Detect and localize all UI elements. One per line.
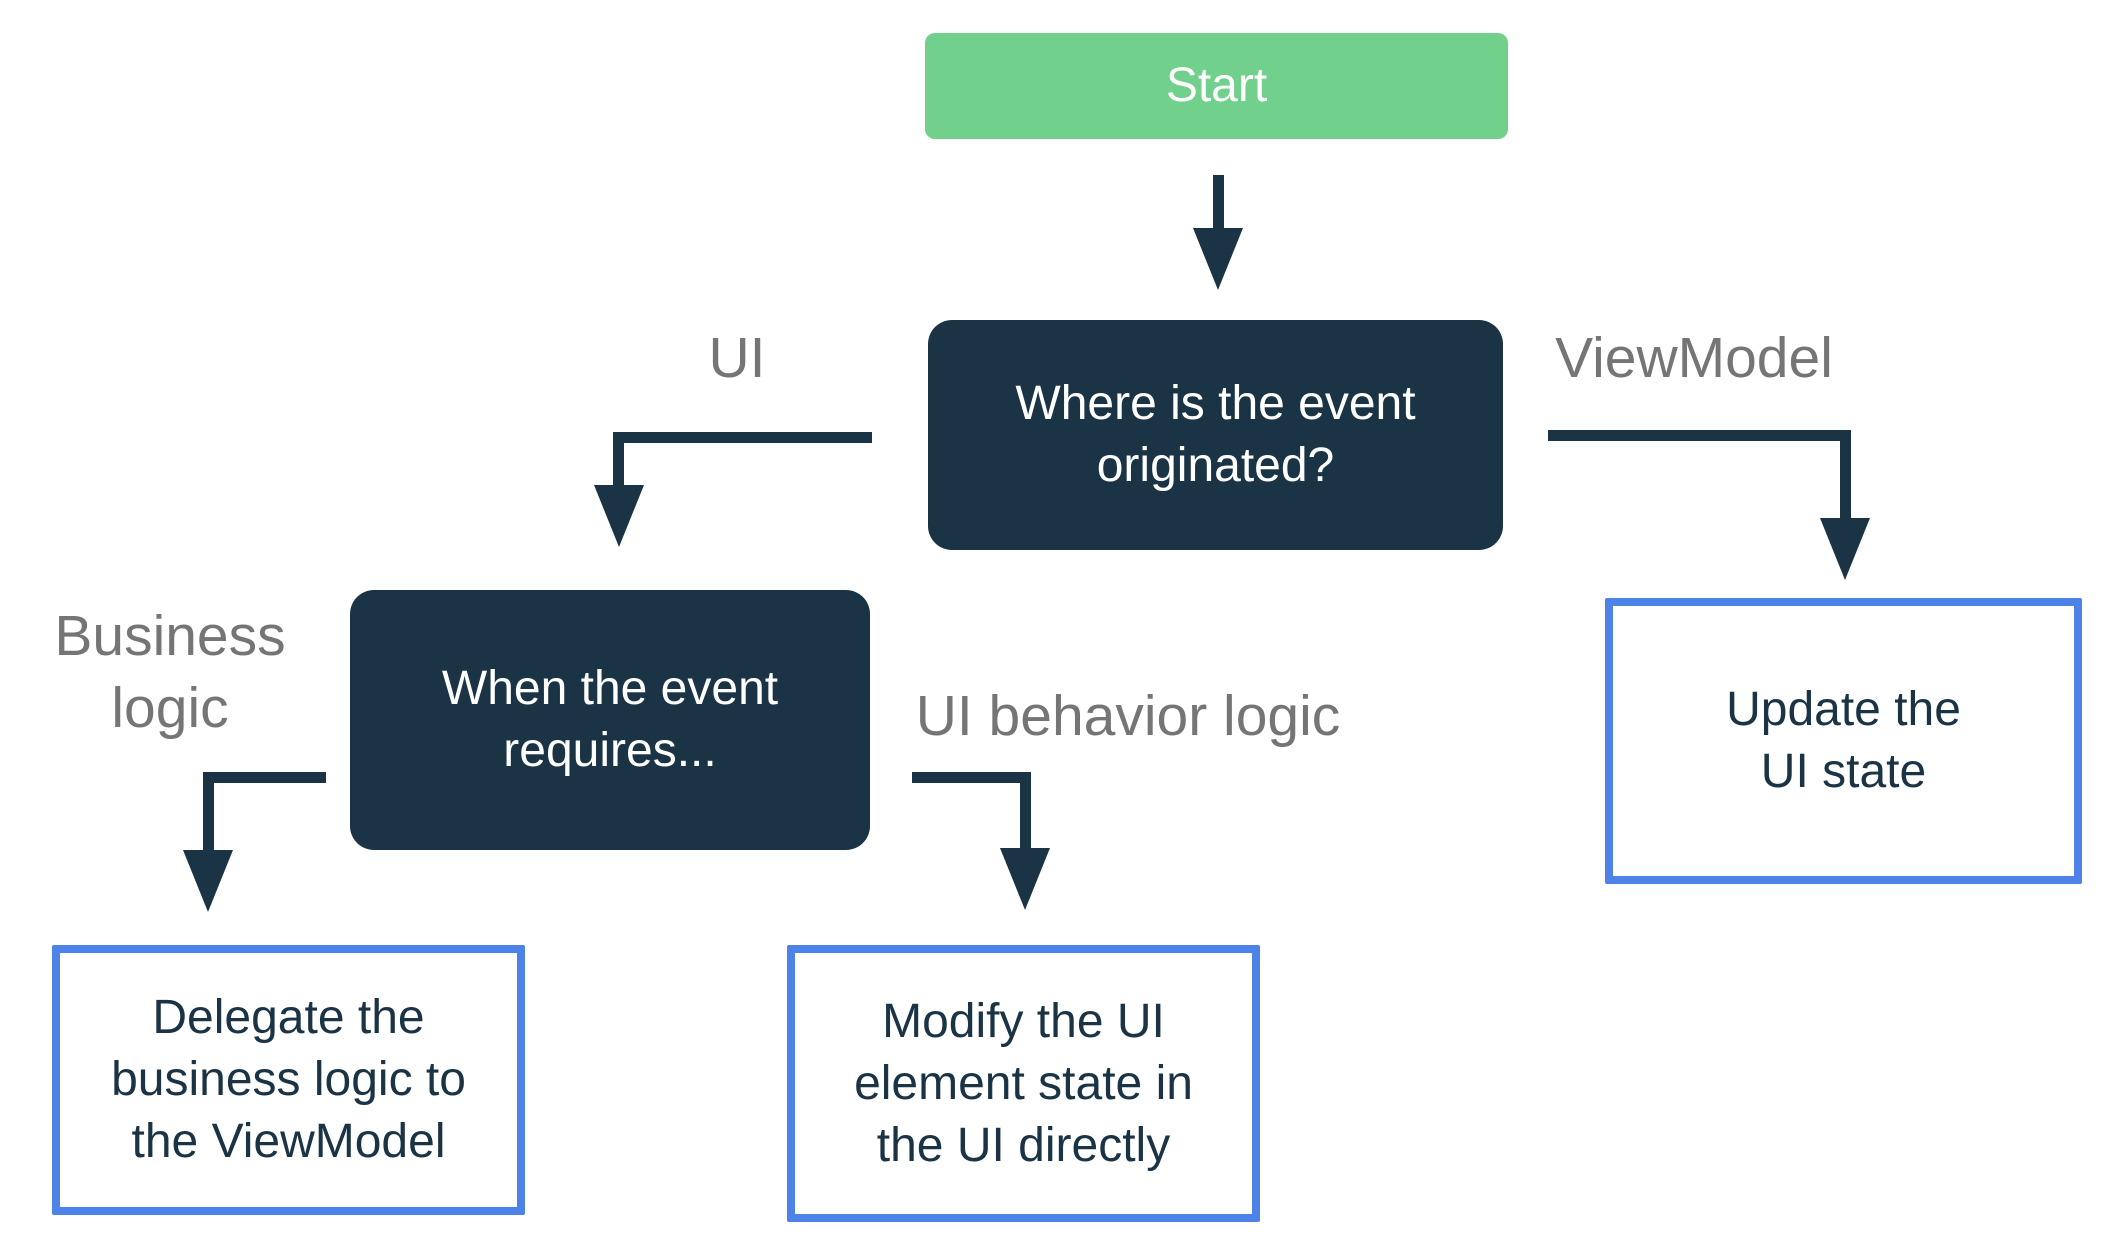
- edge-label-business-logic: Business logic: [54, 604, 286, 740]
- arrow-shaft: [912, 772, 1031, 783]
- arrowhead-down-icon: [1000, 848, 1050, 910]
- arrowhead-down-icon: [1193, 228, 1243, 290]
- arrow-shaft: [1213, 175, 1224, 233]
- start-node: Start: [925, 33, 1508, 139]
- result-node-modify-ui-element: Modify the UI element state in the UI di…: [787, 945, 1260, 1222]
- decision-node-event-requires: When the event requires...: [350, 590, 870, 850]
- result-node-update-ui-state: Update the UI state: [1605, 598, 2082, 884]
- result-node-delegate-business-logic: Delegate the business logic to the ViewM…: [52, 945, 525, 1215]
- arrow-shaft: [613, 432, 624, 488]
- arrowhead-down-icon: [1820, 518, 1870, 580]
- arrow-shaft: [1548, 430, 1851, 441]
- arrowhead-down-icon: [183, 850, 233, 912]
- arrow-shaft: [1840, 430, 1851, 522]
- edge-label-viewmodel: ViewModel: [1555, 326, 1833, 390]
- arrow-shaft: [203, 772, 326, 783]
- arrowhead-down-icon: [594, 485, 644, 547]
- edge-label-ui-behavior-logic: UI behavior logic: [915, 684, 1341, 748]
- arrow-shaft: [613, 432, 872, 443]
- decision-node-event-origin: Where is the event originated?: [928, 320, 1503, 550]
- arrow-shaft: [203, 772, 214, 852]
- edge-label-ui: UI: [708, 326, 766, 390]
- arrow-shaft: [1020, 772, 1031, 850]
